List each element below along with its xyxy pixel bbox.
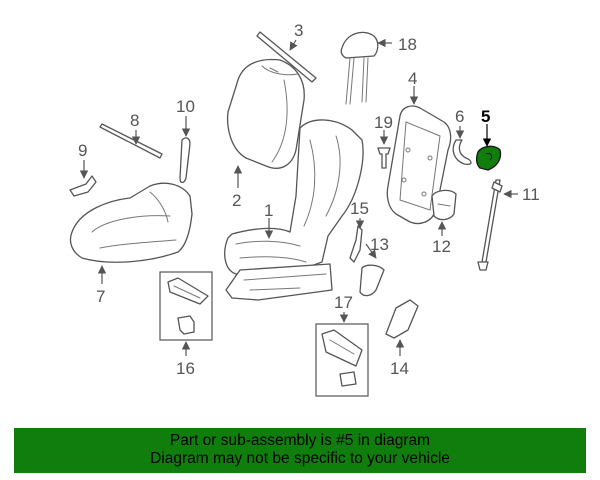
part-7-seat-cushion (69, 182, 193, 263)
part-6-clip (452, 139, 472, 166)
callout-15: 15 (350, 199, 369, 218)
callout-18: 18 (398, 35, 417, 54)
callout-9: 9 (78, 141, 87, 160)
callout-labels: 1 2 3 4 5 6 7 8 9 10 11 12 13 14 15 16 1… (78, 21, 540, 378)
part-8-rod (99, 123, 163, 159)
callout-17: 17 (334, 293, 353, 312)
callout-13: 13 (370, 235, 389, 254)
part-9-bracket (69, 175, 97, 197)
part-12-cup (431, 189, 457, 221)
part-1-seat-assembly (224, 119, 364, 301)
callout-5: 5 (481, 107, 490, 126)
seat-parts-diagram: 1 2 3 4 5 6 7 8 9 10 11 12 13 14 15 16 1… (69, 21, 540, 397)
part-2-seatback-cover (226, 58, 305, 169)
callout-19: 19 (374, 113, 393, 132)
part-18-headrest (340, 31, 379, 105)
callout-11: 11 (522, 185, 540, 204)
part-19-bolt (377, 147, 391, 169)
callout-4: 4 (408, 69, 417, 88)
callout-6: 6 (455, 107, 464, 126)
part-16-group (159, 271, 213, 341)
banner-line-1: Part or sub-assembly is #5 in diagram (169, 432, 431, 449)
callout-16: 16 (176, 359, 195, 378)
callout-12: 12 (432, 237, 451, 256)
part-11-rod (477, 179, 503, 271)
leader-lines (79, 38, 518, 356)
callout-7: 7 (96, 287, 105, 306)
part-17-group (315, 323, 369, 397)
part-15-wire (349, 225, 363, 263)
callout-3: 3 (294, 21, 303, 40)
part-13-cover (359, 264, 385, 297)
callout-1: 1 (264, 201, 273, 220)
part-5-highlighted (475, 145, 502, 171)
callout-2: 2 (232, 191, 241, 210)
callout-10: 10 (176, 97, 195, 116)
part-10-clip (179, 137, 191, 184)
callout-8: 8 (130, 111, 139, 130)
part-3-rod (256, 31, 317, 83)
callout-14: 14 (390, 359, 409, 378)
banner-line-2: Diagram may not be specific to your vehi… (150, 450, 450, 467)
info-banner: Part or sub-assembly is #5 in diagram Di… (14, 428, 586, 473)
part-14-panel (385, 299, 419, 339)
